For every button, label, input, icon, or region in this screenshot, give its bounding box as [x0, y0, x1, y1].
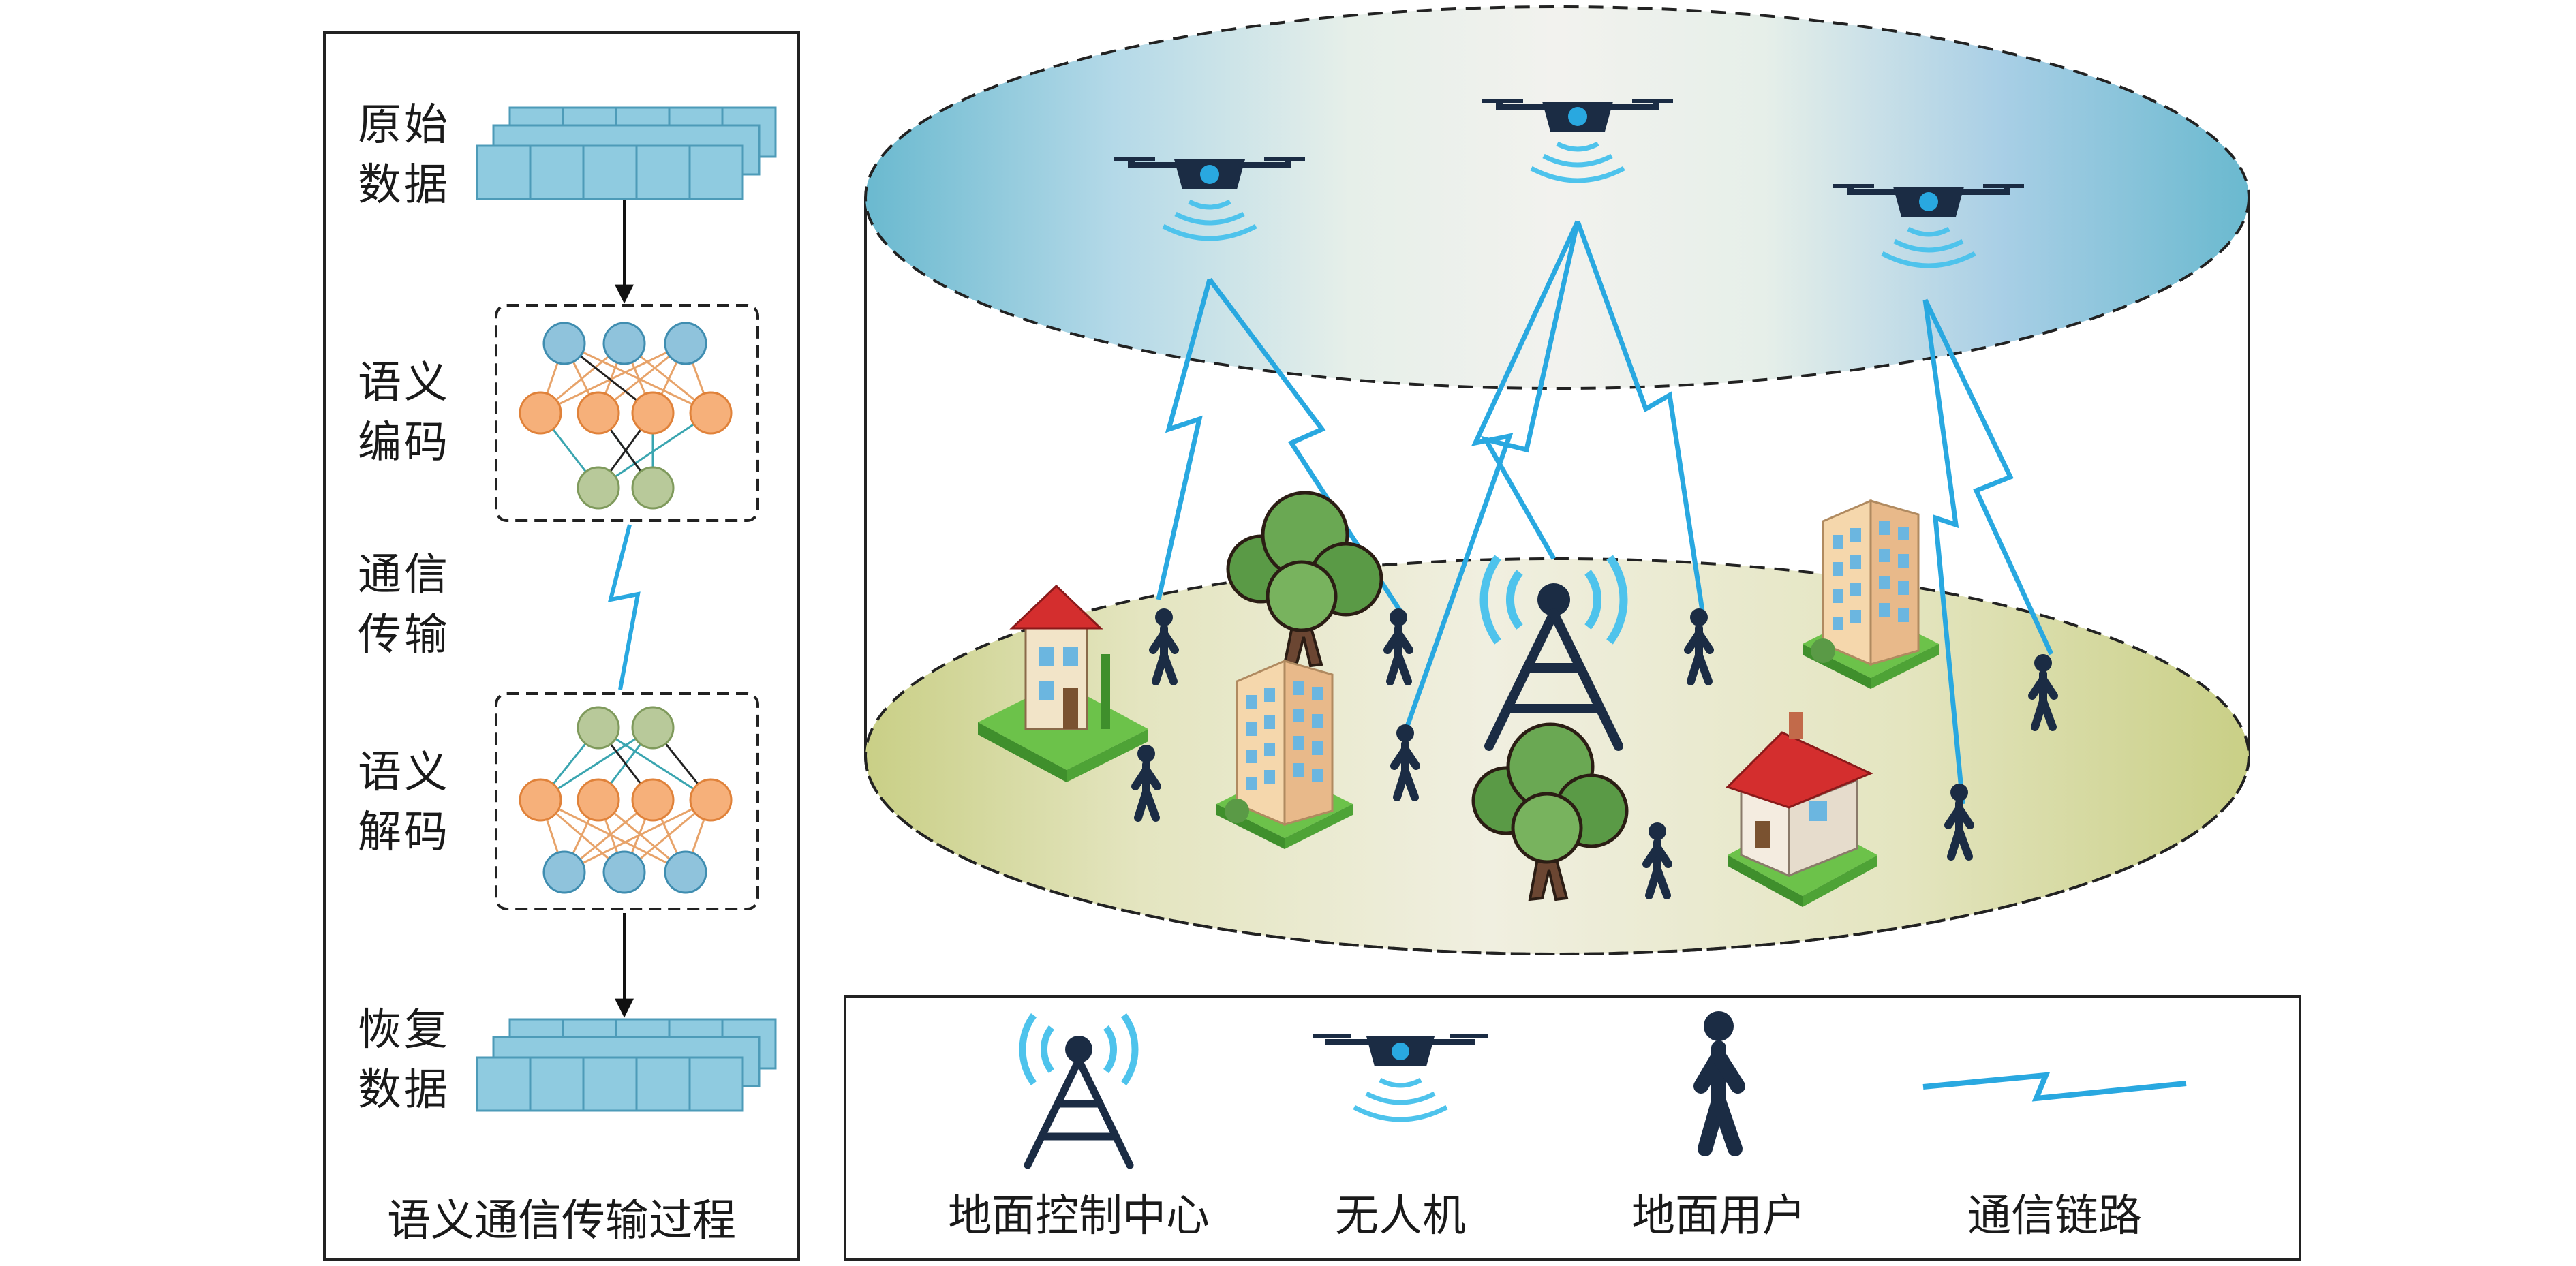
person-icon: [1642, 822, 1672, 899]
step-label-line: 传输: [358, 610, 450, 660]
step-label-line: 编码: [358, 418, 450, 468]
tree-icon: [1226, 491, 1383, 668]
link-icon: [1156, 279, 1212, 600]
person-icon: [1383, 608, 1413, 685]
apartment-building-icon: [1803, 499, 1939, 689]
link-icon: [1922, 299, 1965, 805]
raw-data-stack-icon: [476, 106, 777, 200]
step-semantic-decoding-label: 语义 解码: [358, 743, 450, 863]
link-icon: [1480, 221, 1580, 560]
legend-label-link: 通信链路: [1967, 1191, 2142, 1241]
step-semantic-encoding-label: 语义 编码: [358, 353, 450, 473]
step-label-line: 语义: [358, 747, 450, 798]
person-icon: [1693, 1011, 1745, 1156]
drone-icon: [1114, 157, 1305, 241]
semantic-decoder-icon: [495, 692, 759, 910]
network-scene: [864, 5, 2250, 955]
step-label-line: 数据: [358, 160, 450, 211]
legend-label-user: 地面用户: [1631, 1191, 1806, 1241]
person-icon: [2028, 654, 2058, 731]
step-label-line: 数据: [358, 1065, 450, 1115]
transmission-link-icon: [607, 524, 641, 690]
step-label-line: 通信: [358, 550, 450, 600]
legend: [844, 995, 2301, 1261]
process-panel-title: 语义通信传输过程: [387, 1196, 736, 1246]
drone-icon: [1313, 1034, 1488, 1122]
person-icon: [1944, 784, 1974, 861]
ground-users: [1131, 608, 2058, 899]
step-raw-data-label: 原始 数据: [358, 95, 450, 215]
step-label-line: 原始: [358, 100, 450, 151]
house-icon: [978, 584, 1148, 782]
communication-links: [1156, 220, 2054, 805]
person-icon: [1131, 745, 1161, 822]
person-icon: [1684, 608, 1714, 685]
cottage-icon: [1726, 712, 1877, 907]
tree-icon: [1471, 722, 1629, 901]
tower-icon: [1019, 1013, 1139, 1169]
person-icon: [1149, 608, 1179, 685]
link-icon: [1922, 298, 2054, 655]
legend-label-tower: 地面控制中心: [948, 1191, 1210, 1241]
step-label-line: 语义: [358, 358, 450, 408]
link-icon: [1922, 1072, 2187, 1102]
person-icon: [1390, 724, 1420, 801]
step-recovered-data-label: 恢复 数据: [358, 1000, 450, 1120]
step-label-line: 解码: [358, 807, 450, 858]
drone-icon: [1482, 99, 1673, 183]
process-panel: [323, 31, 800, 1261]
sky-plane: [865, 7, 2249, 388]
recovered-data-stack-icon: [476, 1018, 777, 1112]
tower-icon: [1479, 555, 1628, 751]
semantic-encoder-icon: [495, 304, 759, 522]
step-label-line: 恢复: [358, 1005, 450, 1055]
link-icon: [1575, 220, 1706, 621]
drone-icon: [1833, 184, 2024, 268]
apartment-building-icon: [1216, 659, 1353, 849]
legend-label-drone: 无人机: [1335, 1191, 1466, 1241]
step-transmission-label: 通信 传输: [358, 545, 450, 665]
